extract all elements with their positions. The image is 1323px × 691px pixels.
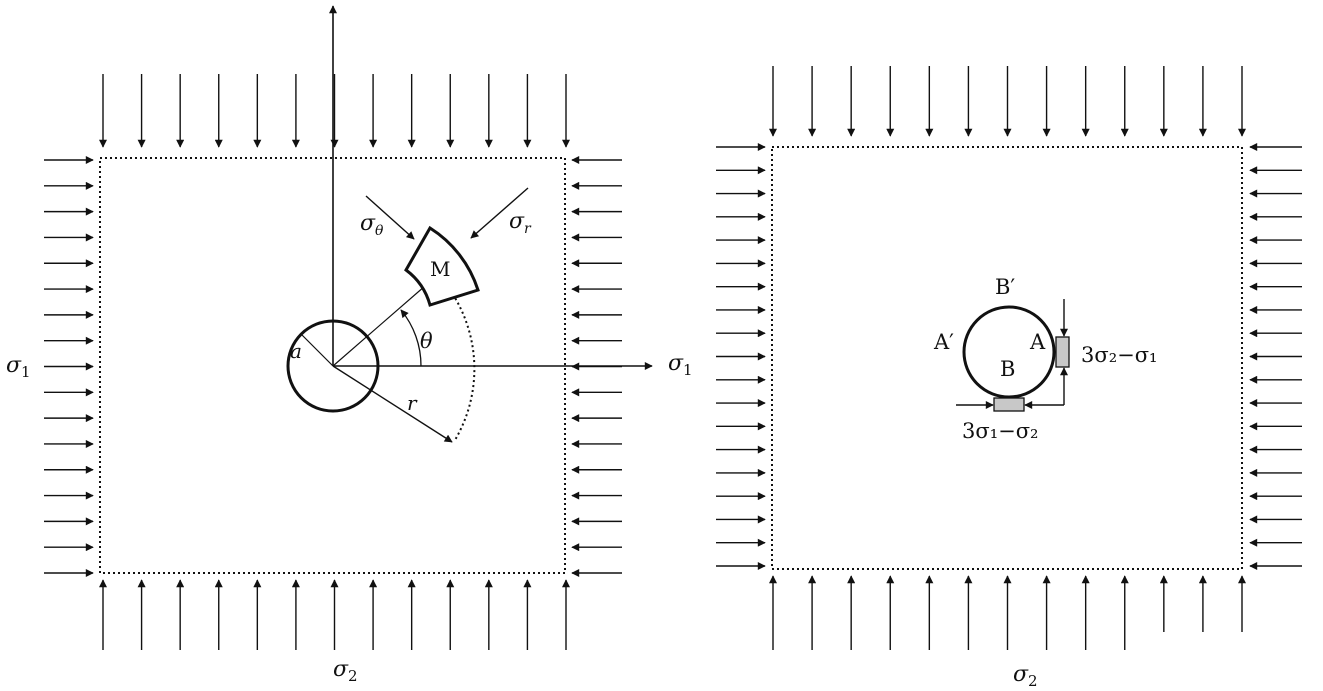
stress-b-label: 3σ₁−σ₂ bbox=[962, 419, 1038, 443]
left-sigma1-label: σ1 bbox=[6, 353, 31, 381]
element-m bbox=[404, 225, 480, 307]
left-top-load-arrows bbox=[99, 74, 570, 148]
theta-label: θ bbox=[420, 329, 433, 353]
radius-a-label: a bbox=[290, 339, 302, 363]
label-a: A bbox=[1029, 330, 1046, 354]
label-b: B bbox=[1000, 357, 1015, 381]
left-right-load-arrows bbox=[571, 156, 622, 577]
left-bottom-load-arrows bbox=[99, 579, 570, 650]
hole-radius-line bbox=[300, 333, 334, 367]
element-m-label: M bbox=[430, 257, 450, 281]
label-b-prime: B′ bbox=[995, 275, 1015, 299]
radial-line-to-element bbox=[332, 285, 426, 367]
right-sigma1-label: σ1 bbox=[668, 351, 693, 379]
sigma-r-arrow bbox=[470, 187, 529, 239]
element-b bbox=[993, 397, 1025, 412]
right-right-load-arrows bbox=[1249, 143, 1302, 570]
right-sigma2-label: σ2 bbox=[1013, 662, 1038, 690]
sigma-r-label: σr bbox=[509, 209, 532, 237]
right-hole bbox=[962, 305, 1056, 399]
dotted-radius-arc bbox=[449, 289, 476, 441]
right-top-load-arrows bbox=[769, 66, 1246, 137]
right-bottom-load-arrows bbox=[769, 575, 1246, 650]
right-left-load-arrows bbox=[716, 143, 766, 570]
element-a bbox=[1055, 336, 1070, 368]
r-label: r bbox=[407, 391, 418, 415]
label-a-prime: A′ bbox=[933, 330, 954, 354]
stress-a-label: 3σ₂−σ₁ bbox=[1081, 343, 1157, 367]
right-plate-boundary bbox=[771, 146, 1243, 570]
right-figure: B′ A′ A B 3σ₂−σ₁ 3σ₁−σ₂ σ2 bbox=[716, 66, 1302, 690]
radius-r-arrow bbox=[332, 365, 453, 443]
theta-angle-arc bbox=[400, 309, 422, 367]
left-hole bbox=[286, 319, 380, 413]
sigma-theta-label: σθ bbox=[360, 211, 384, 239]
left-figure: σ1 σ1 σ2 σθ σr M a θ r bbox=[6, 5, 693, 685]
left-sigma2-label: σ2 bbox=[333, 657, 358, 685]
sigma-theta-arrow bbox=[365, 195, 415, 240]
left-left-load-arrows bbox=[44, 156, 94, 577]
